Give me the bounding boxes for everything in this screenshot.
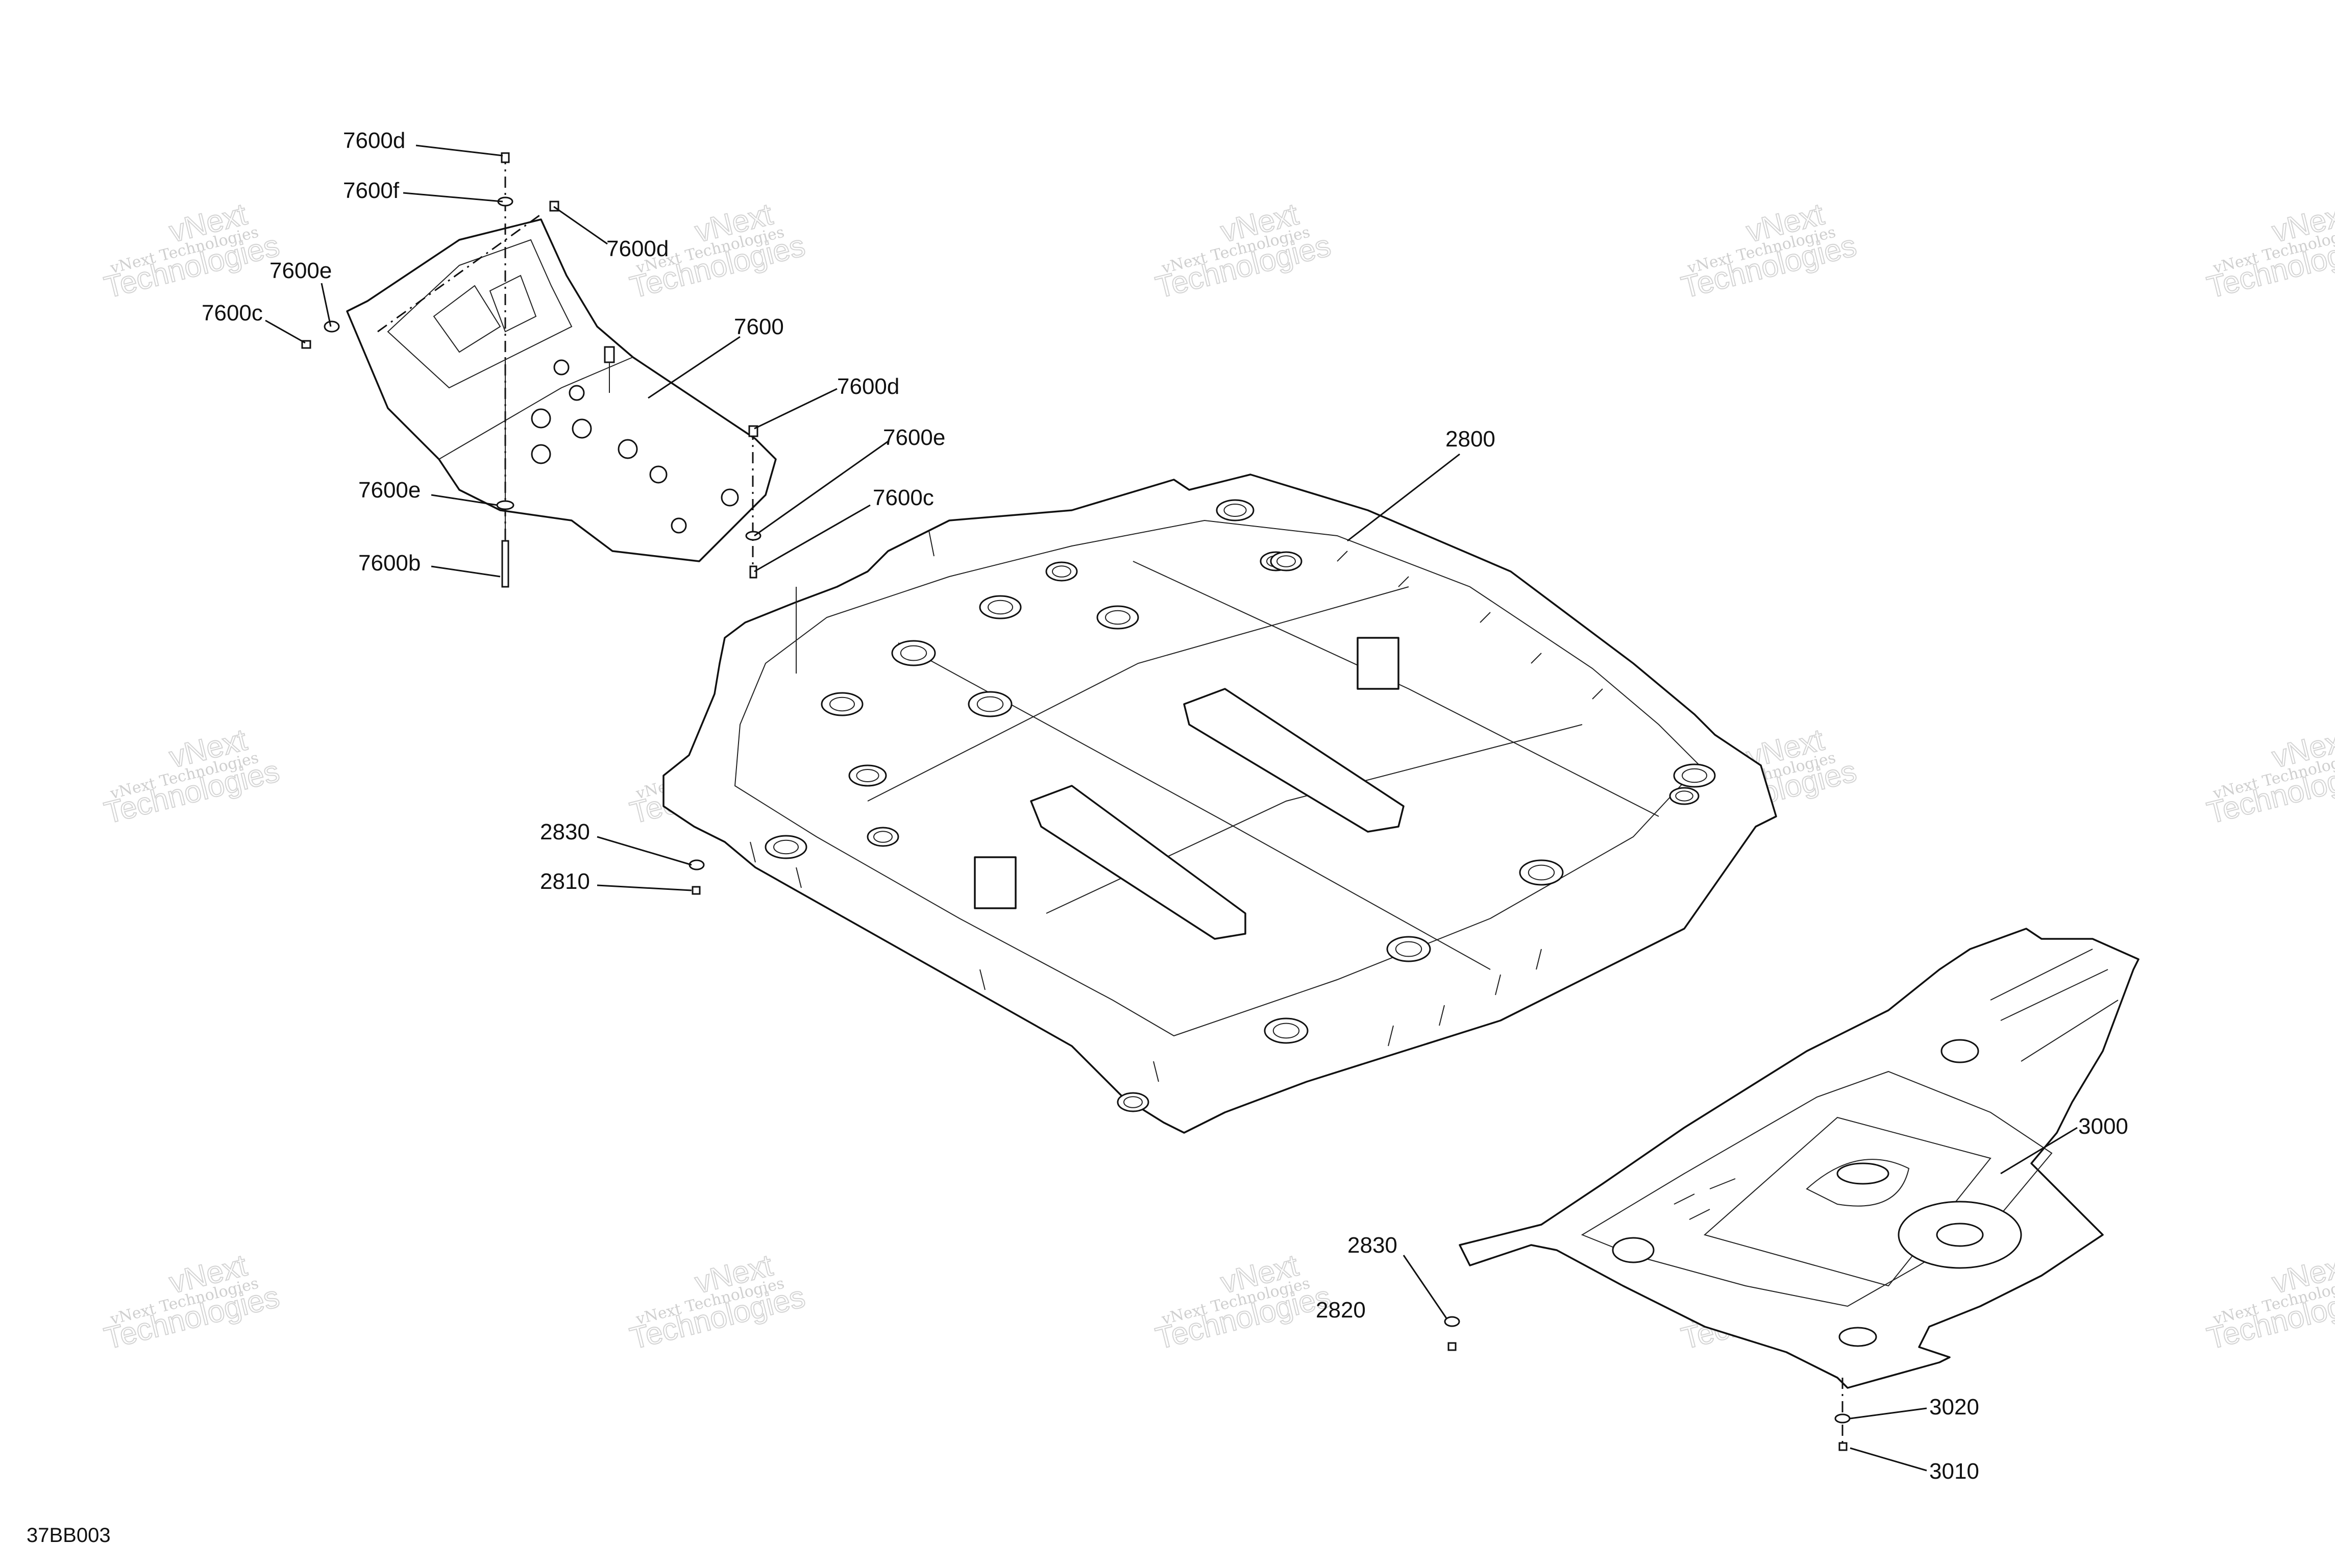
grommet xyxy=(848,764,887,787)
callout-7600b[interactable]: 7600b xyxy=(358,551,421,576)
figure-code: 37BB003 xyxy=(27,1524,111,1547)
callout-2830-right[interactable]: 2830 xyxy=(1347,1233,1397,1258)
callout-7600d-top[interactable]: 7600d xyxy=(343,128,405,153)
callout-7600[interactable]: 7600 xyxy=(734,314,784,339)
grommet-inner xyxy=(1272,1023,1300,1039)
grommet xyxy=(1216,499,1255,521)
grommet xyxy=(1669,787,1700,805)
grommet-inner xyxy=(1395,941,1422,957)
grommet-inner xyxy=(976,696,1004,712)
callout-3000[interactable]: 3000 xyxy=(2078,1114,2128,1139)
grommet-inner xyxy=(1052,565,1071,578)
skid-plate-3000 xyxy=(689,859,2140,1451)
grommet-inner xyxy=(900,645,927,661)
grommet xyxy=(765,835,807,859)
grommet xyxy=(867,827,899,847)
grommet-inner xyxy=(1223,504,1247,517)
callout-7600c-left[interactable]: 7600c xyxy=(202,301,263,326)
callout-2820[interactable]: 2820 xyxy=(1316,1298,1366,1323)
grommet-inner xyxy=(829,696,855,712)
callout-7600d-right[interactable]: 7600d xyxy=(837,374,899,399)
grommet-inner xyxy=(1682,768,1707,783)
grommet xyxy=(1264,1017,1309,1044)
grommet xyxy=(1519,859,1564,886)
callout-2830-left[interactable]: 2830 xyxy=(540,819,590,844)
callout-7600e-bottom[interactable]: 7600e xyxy=(358,478,421,503)
grommet xyxy=(979,595,1022,619)
callout-3010[interactable]: 3010 xyxy=(1929,1459,1979,1484)
skid-plate-2800 xyxy=(662,474,1777,1134)
callout-2800[interactable]: 2800 xyxy=(1445,427,1495,452)
callout-7600f[interactable]: 7600f xyxy=(343,178,400,203)
callout-7600e-left[interactable]: 7600e xyxy=(269,258,332,283)
callout-3020[interactable]: 3020 xyxy=(1929,1395,1979,1420)
callout-7600c-right[interactable]: 7600c xyxy=(873,485,934,510)
leader-lines xyxy=(265,144,2078,1472)
grommet-inner xyxy=(1675,790,1693,802)
grommet xyxy=(968,691,1013,717)
grommet xyxy=(1673,763,1716,788)
callout-7600d-mid[interactable]: 7600d xyxy=(606,236,669,261)
grommet-inner xyxy=(1123,1096,1143,1108)
grommet-inner xyxy=(856,769,879,782)
grommet-inner xyxy=(773,839,799,855)
callout-7600e-right[interactable]: 7600e xyxy=(883,425,945,450)
grommet xyxy=(1270,551,1302,571)
grommet xyxy=(1045,561,1078,582)
grommet-inner xyxy=(873,831,893,843)
callout-2810[interactable]: 2810 xyxy=(540,869,590,894)
callout-labels: 7600d 7600f 7600d 7600e 7600c 7600 7600d… xyxy=(202,128,2128,1484)
skid-plate-7600 xyxy=(301,152,777,588)
grommet-inner xyxy=(1528,864,1555,881)
grommet-inner xyxy=(988,600,1013,615)
grommet-inner xyxy=(1105,610,1130,625)
grommet xyxy=(891,640,936,666)
grommet xyxy=(1117,1092,1149,1112)
grommet-inner xyxy=(1276,555,1296,567)
grommet xyxy=(1096,605,1139,630)
grommet xyxy=(1386,936,1431,962)
grommet xyxy=(821,692,864,716)
